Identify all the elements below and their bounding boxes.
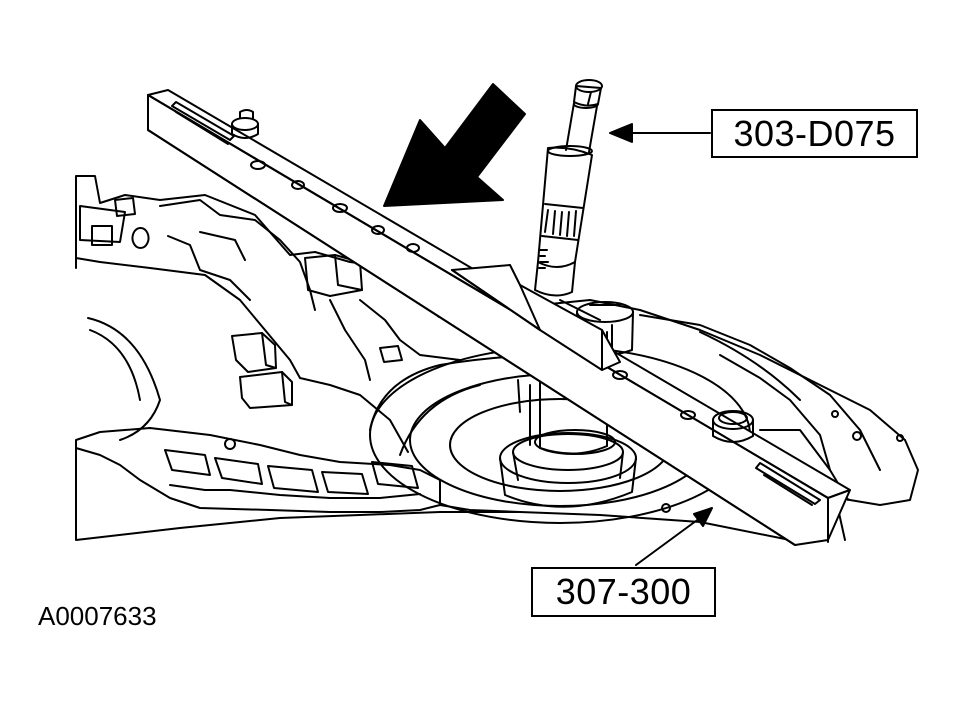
big-arrow-icon bbox=[383, 83, 526, 207]
callout-leaders bbox=[609, 123, 713, 566]
depth-micrometer-303-D075 bbox=[534, 79, 603, 297]
figure-id: A0007633 bbox=[38, 601, 157, 631]
micrometer-holder bbox=[451, 264, 621, 371]
callout-gauge-bar-label: 307-300 bbox=[531, 567, 716, 617]
callout-micrometer-label: 303-D075 bbox=[711, 109, 918, 158]
